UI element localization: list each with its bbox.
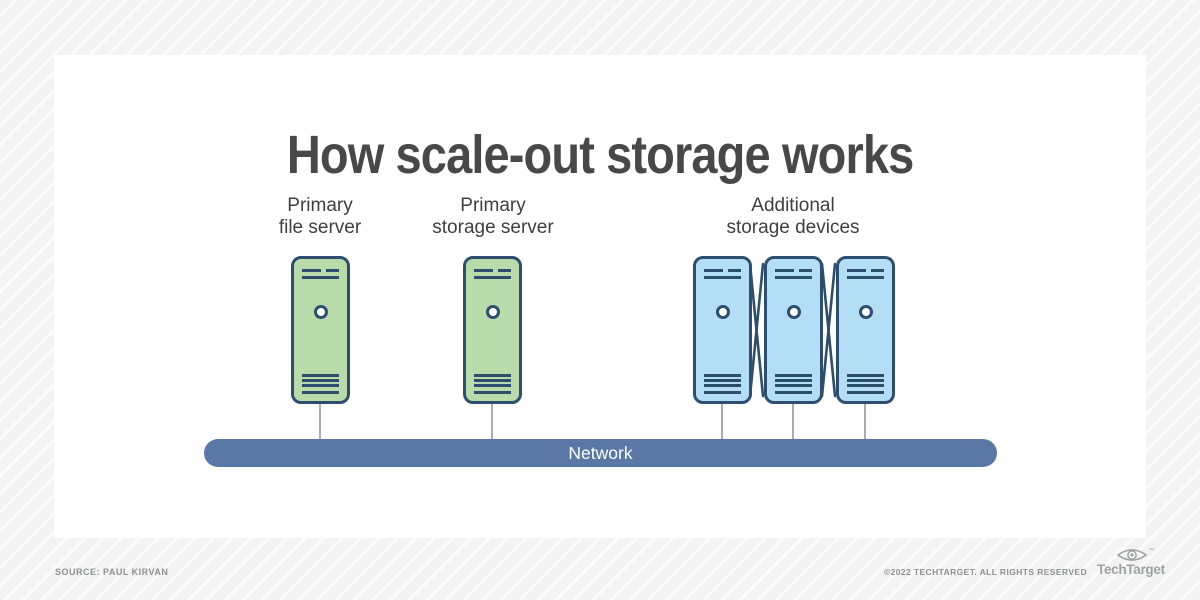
label-primary-file-server: Primary file server (278, 195, 362, 238)
server-tower-icon-additional-1 (693, 256, 752, 404)
server-led-dashes (474, 269, 511, 272)
power-indicator-icon (786, 305, 801, 319)
power-indicator-icon (313, 305, 328, 319)
server-slot-line (704, 276, 741, 279)
server-slot-line (302, 276, 339, 279)
server-tower-icon-additional-2 (764, 256, 823, 404)
footer-copyright: ©2022 TECHTARGET. ALL RIGHTS RESERVED (883, 567, 1087, 577)
server-slot-line (474, 276, 511, 279)
server-tower-icon-primary-file (291, 256, 350, 404)
server-led-dashes (302, 269, 339, 272)
brand-name: TechTarget (1097, 562, 1165, 577)
connector-line (721, 404, 723, 439)
label-additional-storage-devices: Additional storage devices (726, 195, 860, 238)
eye-target-icon (1116, 549, 1147, 561)
server-vent-lines (847, 374, 884, 394)
page-title: How scale-out storage works (286, 125, 914, 186)
server-tower-icon-primary-storage (463, 256, 522, 404)
server-slot-line (847, 276, 884, 279)
label-primary-storage-server: Primary storage server (432, 195, 554, 238)
server-vent-lines (474, 374, 511, 394)
techtarget-logo: ™ TechTarget (1097, 548, 1165, 577)
server-tower-icon-additional-3 (836, 256, 895, 404)
power-indicator-icon (858, 305, 873, 319)
connector-line (792, 404, 794, 439)
power-indicator-icon (715, 305, 730, 319)
server-led-dashes (847, 269, 884, 272)
connector-line (864, 404, 866, 439)
connector-line (319, 404, 321, 439)
network-bar: Network (204, 439, 997, 467)
power-indicator-icon (485, 305, 500, 319)
server-slot-line (775, 276, 812, 279)
footer-source: SOURCE: PAUL KIRVAN (55, 567, 169, 577)
x-connector-icon (749, 262, 764, 398)
server-led-dashes (704, 269, 741, 272)
x-connector-icon (821, 262, 836, 398)
server-vent-lines (775, 374, 812, 394)
connector-line (491, 404, 493, 439)
server-vent-lines (704, 374, 741, 394)
trademark-symbol: ™ (1148, 548, 1155, 554)
network-label: Network (568, 442, 633, 463)
server-vent-lines (302, 374, 339, 394)
server-led-dashes (775, 269, 812, 272)
